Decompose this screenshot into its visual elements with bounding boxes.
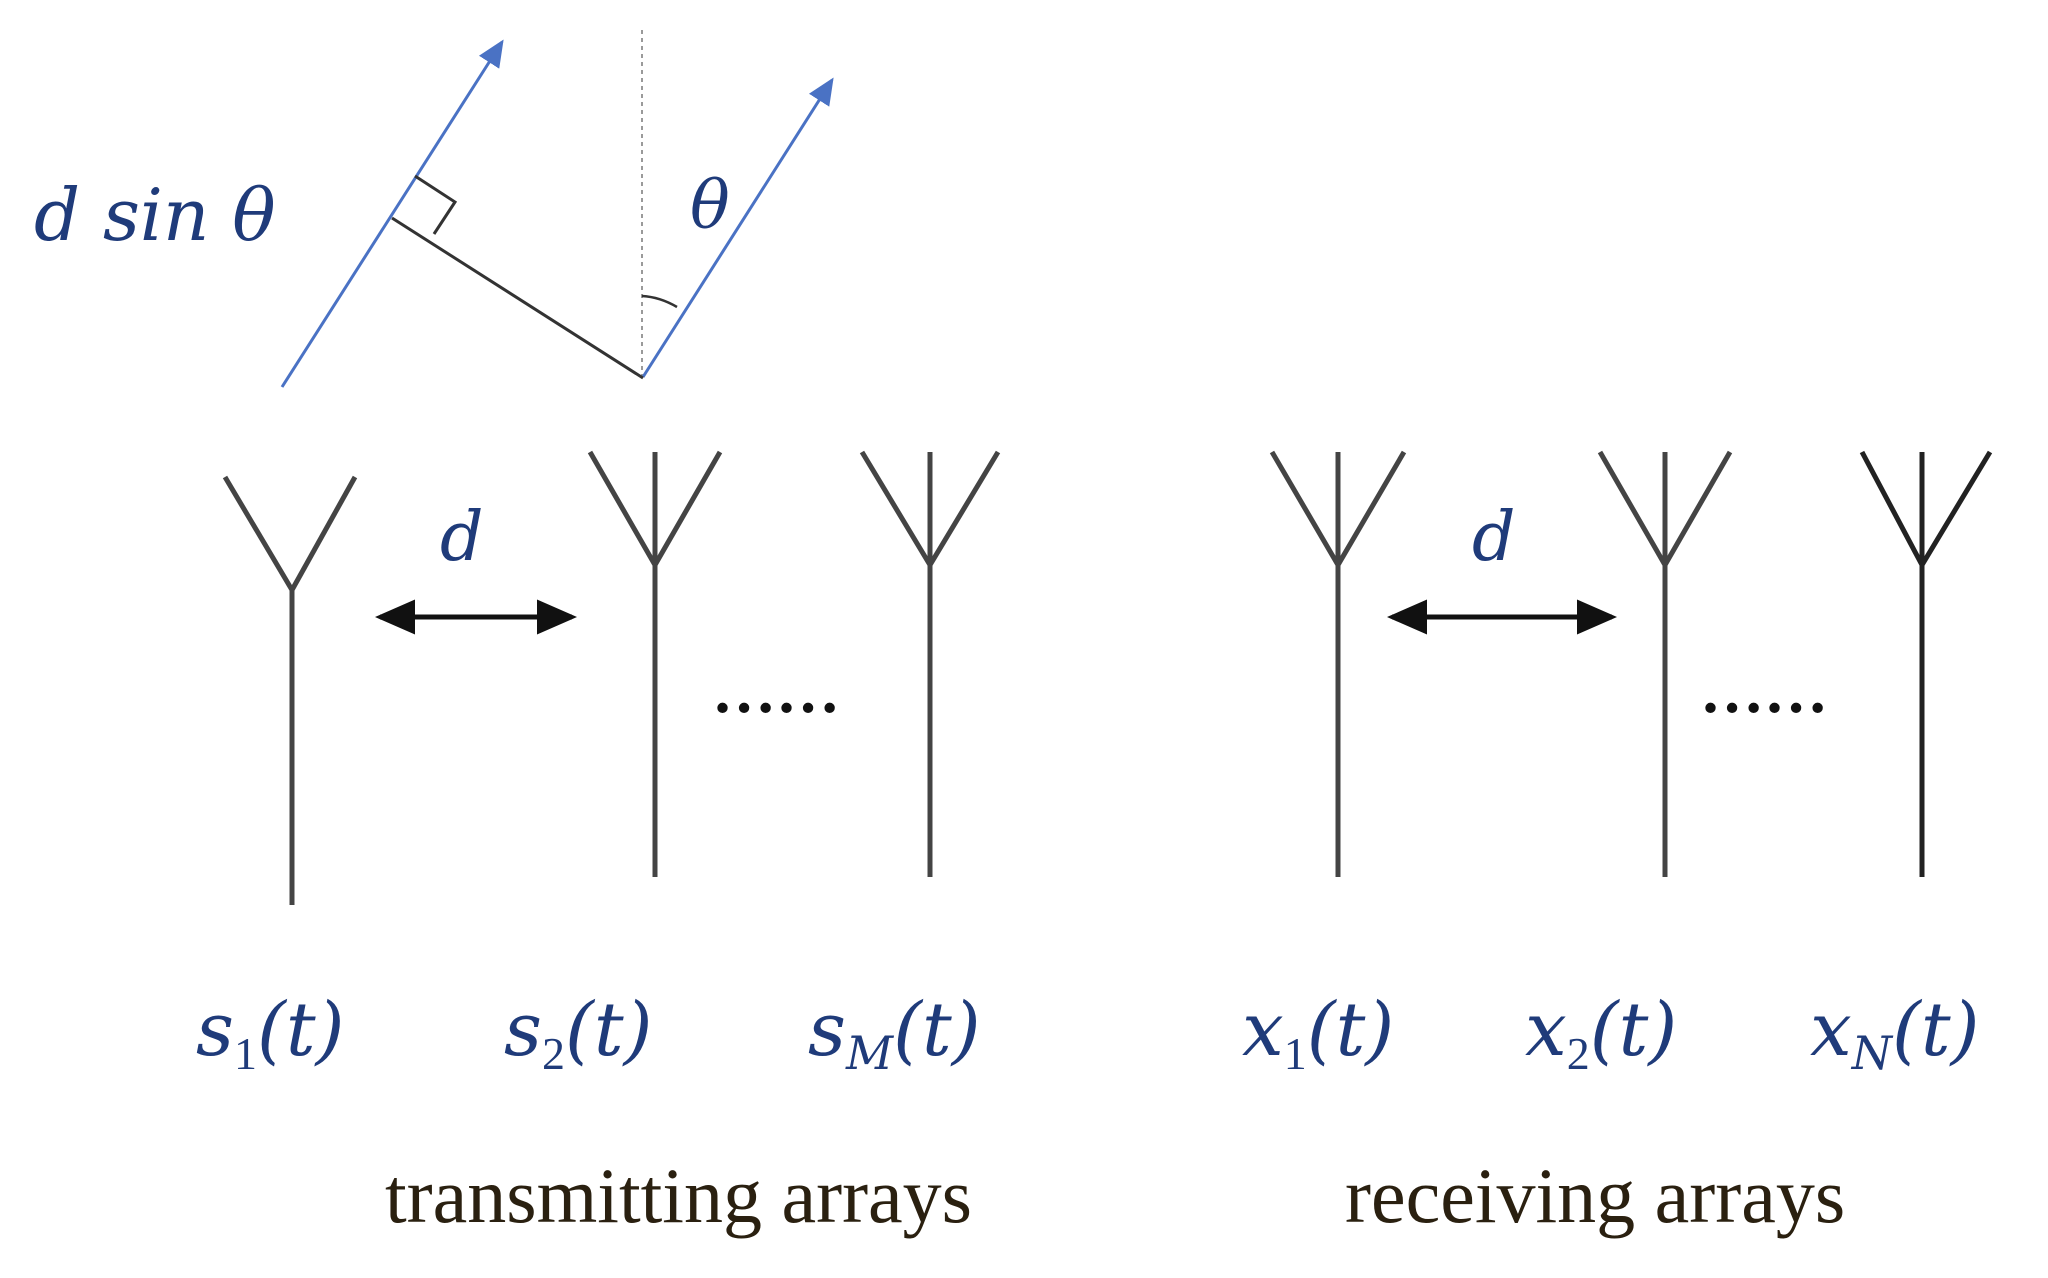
rx-antenna-2 xyxy=(1597,450,1733,877)
angle-arc xyxy=(641,294,678,309)
rx-antenna-n xyxy=(1859,450,1993,877)
angle-theta-label: θ xyxy=(690,167,730,244)
tx-antenna-m xyxy=(859,450,1001,877)
perpendicular-path-segment xyxy=(391,216,644,380)
tx-antenna-1 xyxy=(222,475,358,905)
tx-spacing-label: d xyxy=(440,498,484,577)
tx-signal-1: s1(t) xyxy=(196,987,344,1079)
tx-antenna-2 xyxy=(587,450,723,877)
right-angle-marker xyxy=(414,174,458,235)
rx-ellipsis: …… xyxy=(1700,655,1828,726)
tx-signal-2: s2(t) xyxy=(504,987,652,1079)
transmit-array: d …… s1(t) s2(t) sM(t) transmitting arra… xyxy=(196,450,1001,1239)
rx-spacing-label: d xyxy=(1472,498,1516,577)
rx-antenna-1 xyxy=(1269,450,1407,877)
path-difference-label: d sin θ xyxy=(34,173,276,257)
receive-array: d …… x1(t) x2(t) xN(t) receiving arrays xyxy=(1242,450,1993,1239)
tx-signal-m: sM(t) xyxy=(808,987,981,1080)
rx-signal-n: xN(t) xyxy=(1810,987,1979,1080)
beam-arrow-left xyxy=(280,39,504,388)
tx-ellipsis: …… xyxy=(712,655,840,726)
wavefront-geometry: d sin θ θ xyxy=(34,30,834,388)
rx-caption: receiving arrays xyxy=(1345,1152,1845,1239)
rx-signal-2: x2(t) xyxy=(1525,987,1677,1079)
beam-arrow-right xyxy=(641,77,834,378)
tx-caption: transmitting arrays xyxy=(385,1152,972,1239)
rx-signal-1: x1(t) xyxy=(1242,987,1394,1079)
